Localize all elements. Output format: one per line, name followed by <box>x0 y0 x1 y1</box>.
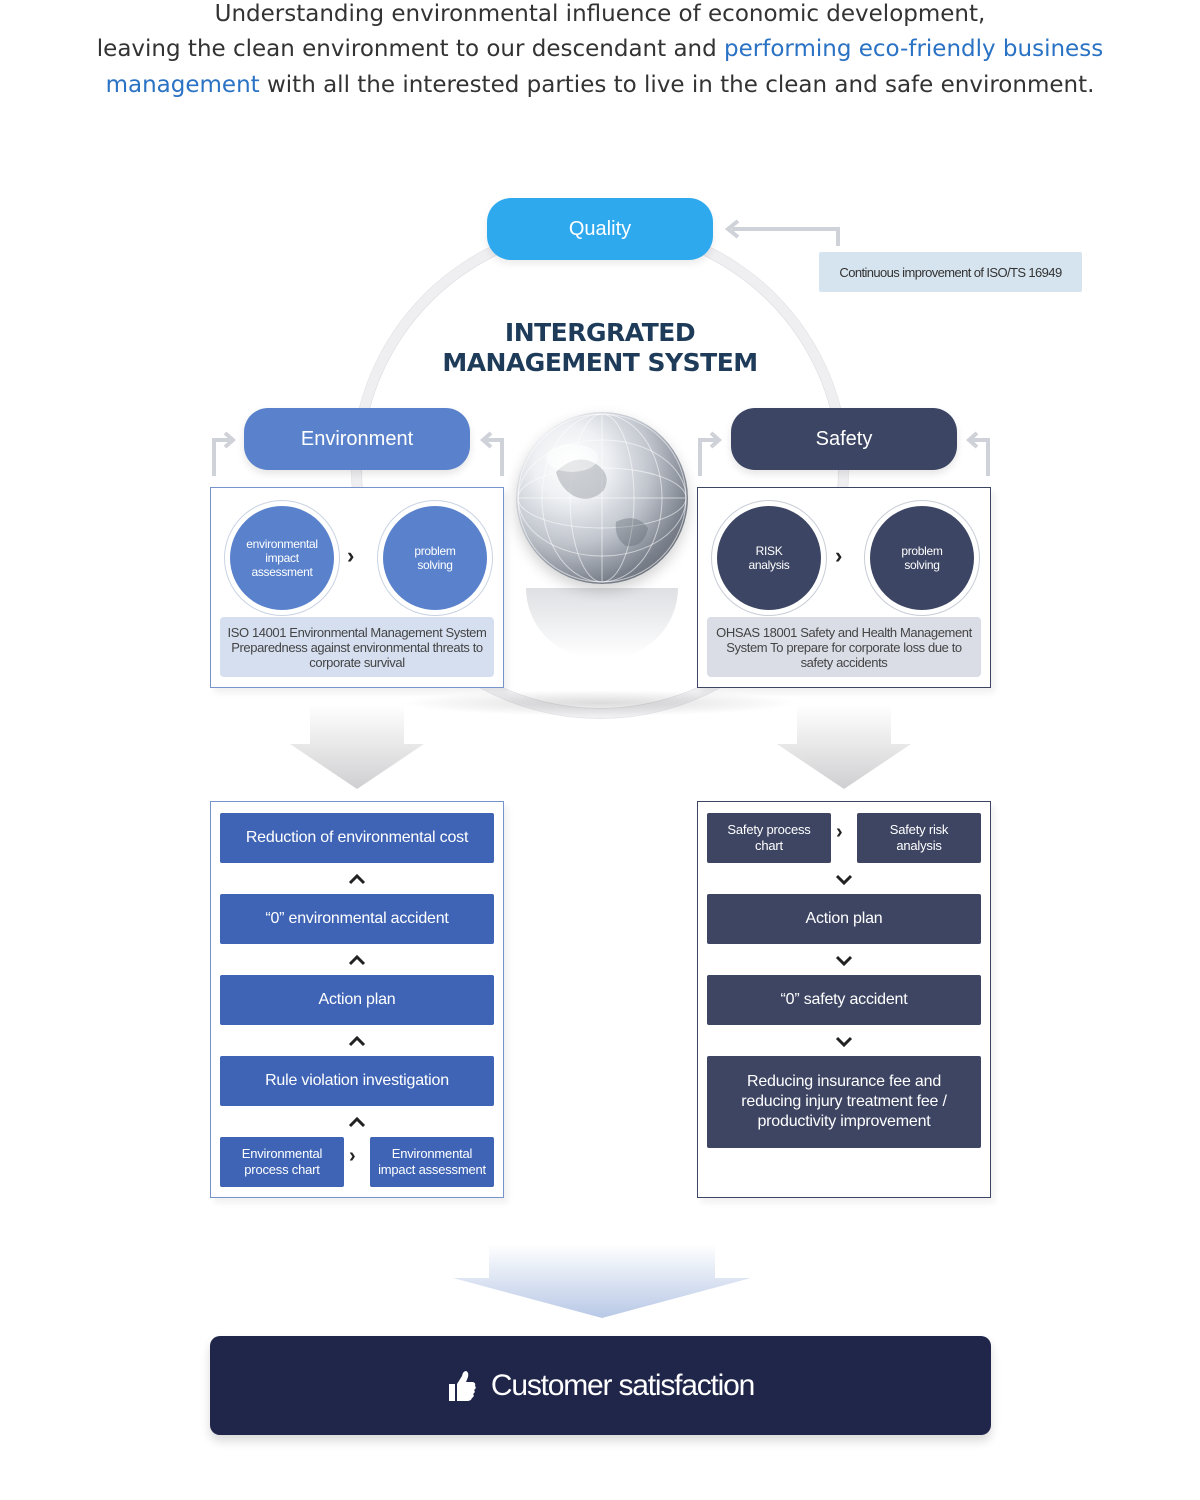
quality-arrow-icon <box>724 219 840 246</box>
quality-pill: Quality <box>487 198 713 260</box>
env-step-zero-accident-text: “0” environmental accident <box>265 910 449 927</box>
intro-highlight-2: management <box>105 72 260 98</box>
safety-circle-risk: RISK analysis <box>717 506 821 610</box>
safety-process-panel: Safety process chart › Safety risk analy… <box>697 801 991 1198</box>
env-step-process-chart-text: Environmental process chart <box>241 1146 323 1177</box>
customer-satisfaction-label: Customer satisfaction <box>490 1368 755 1402</box>
env-caret-up-icon <box>348 954 366 966</box>
intro-line3: with all the interested parties to live … <box>259 72 1095 98</box>
safety-chevron-right-icon: › <box>835 543 843 568</box>
env-circle-assessment: environmental impact assessment <box>230 506 334 610</box>
safety-down-arrow-icon <box>777 705 911 789</box>
env-step-action-plan: Action plan <box>220 975 494 1025</box>
env-step-cost-reduction: Reduction of environmental cost <box>220 813 494 863</box>
iso-ts-note: Continuous improvement of ISO/TS 16949 <box>819 252 1082 292</box>
customer-satisfaction-bar: Customer satisfaction <box>210 1336 991 1435</box>
env-circle-problem-solving-text: problem solving <box>414 544 456 572</box>
env-circle-assessment-text: environmental impact assessment <box>246 537 318 579</box>
intro-line2: leaving the clean environment to our des… <box>96 36 725 62</box>
environment-pill: Environment <box>244 408 470 470</box>
safety-caret-down-icon <box>835 874 853 886</box>
safety-step-action-plan: Action plan <box>707 894 981 944</box>
env-step-zero-accident: “0” environmental accident <box>220 894 494 944</box>
result-down-arrow-icon <box>453 1244 751 1318</box>
safety-step-risk-analysis: Safety risk analysis <box>857 813 981 863</box>
safety-caret-down-icon <box>835 1036 853 1048</box>
safety-circle-problem-solving-text: problem solving <box>901 544 943 572</box>
safety-ohsas-note: OHSAS 18001 Safety and Health Management… <box>707 617 981 677</box>
safety-pill: Safety <box>731 408 957 470</box>
safety-step-action-plan-text: Action plan <box>805 910 883 927</box>
env-step-impact-assessment-text: Environmental impact assessment <box>378 1146 486 1177</box>
safety-circle-risk-text: RISK analysis <box>748 544 790 572</box>
safety-label: Safety <box>815 427 873 450</box>
safety-corner-arrow-left-icon <box>698 431 723 476</box>
safety-ohsas-note-text: OHSAS 18001 Safety and Health Management… <box>716 624 972 670</box>
env-iso-note: ISO 14001 Environmental Management Syste… <box>220 617 494 677</box>
env-caret-up-icon <box>348 1035 366 1047</box>
env-down-arrow-icon <box>290 705 424 789</box>
intro-line1: Understanding environmental influence of… <box>214 1 986 27</box>
ims-title-line1: INTERGRATED <box>504 318 696 347</box>
safety-step-process-chart-text: Safety process chart <box>727 822 811 853</box>
safety-step-zero-accident: “0” safety accident <box>707 975 981 1025</box>
safety-panel: RISK analysis › problem solving OHSAS 18… <box>697 487 991 688</box>
environment-process-panel: Reduction of environmental cost “0” envi… <box>210 801 504 1198</box>
env-caret-up-icon <box>348 873 366 885</box>
globe-icon <box>516 412 688 584</box>
ims-title: INTERGRATED MANAGEMENT SYSTEM <box>400 318 800 378</box>
safety-caret-down-icon <box>835 955 853 967</box>
env-chevron-right-icon: › <box>347 543 355 568</box>
safety-step-insurance-reduction: Reducing insurance fee and reducing inju… <box>707 1056 981 1148</box>
safety-circle-problem-solving: problem solving <box>870 506 974 610</box>
safety-step-risk-analysis-text: Safety risk analysis <box>889 822 949 853</box>
env-caret-up-icon <box>348 1116 366 1128</box>
env-chevron-right-icon: › <box>349 1145 356 1167</box>
thumbs-up-icon <box>448 1370 476 1401</box>
env-iso-note-text: ISO 14001 Environmental Management Syste… <box>227 624 487 670</box>
iso-ts-note-text: Continuous improvement of ISO/TS 16949 <box>839 264 1062 280</box>
env-step-rule-violation: Rule violation investigation <box>220 1056 494 1106</box>
safety-step-zero-accident-text: “0” safety accident <box>780 991 908 1008</box>
env-step-rule-violation-text: Rule violation investigation <box>265 1072 449 1089</box>
env-step-cost-reduction-text: Reduction of environmental cost <box>245 829 469 846</box>
environment-panel: environmental impact assessment › proble… <box>210 487 504 688</box>
env-step-process-chart: Environmental process chart <box>220 1137 344 1187</box>
env-corner-arrow-right-icon <box>479 431 504 476</box>
quality-label: Quality <box>568 217 632 240</box>
environment-label: Environment <box>300 427 414 450</box>
env-step-action-plan-text: Action plan <box>318 991 396 1008</box>
safety-corner-arrow-right-icon <box>965 431 990 476</box>
env-circle-problem-solving: problem solving <box>383 506 487 610</box>
intro-highlight-1: performing eco-friendly business <box>724 36 1104 62</box>
safety-step-insurance-reduction-text: Reducing insurance fee and reducing inju… <box>741 1073 947 1130</box>
safety-step-process-chart: Safety process chart <box>707 813 831 863</box>
env-step-impact-assessment: Environmental impact assessment <box>370 1137 494 1187</box>
ims-title-line2: MANAGEMENT SYSTEM <box>442 348 758 377</box>
safety-chevron-right-icon: › <box>836 821 843 843</box>
ring-shadow <box>400 690 800 716</box>
env-corner-arrow-left-icon <box>212 431 237 476</box>
